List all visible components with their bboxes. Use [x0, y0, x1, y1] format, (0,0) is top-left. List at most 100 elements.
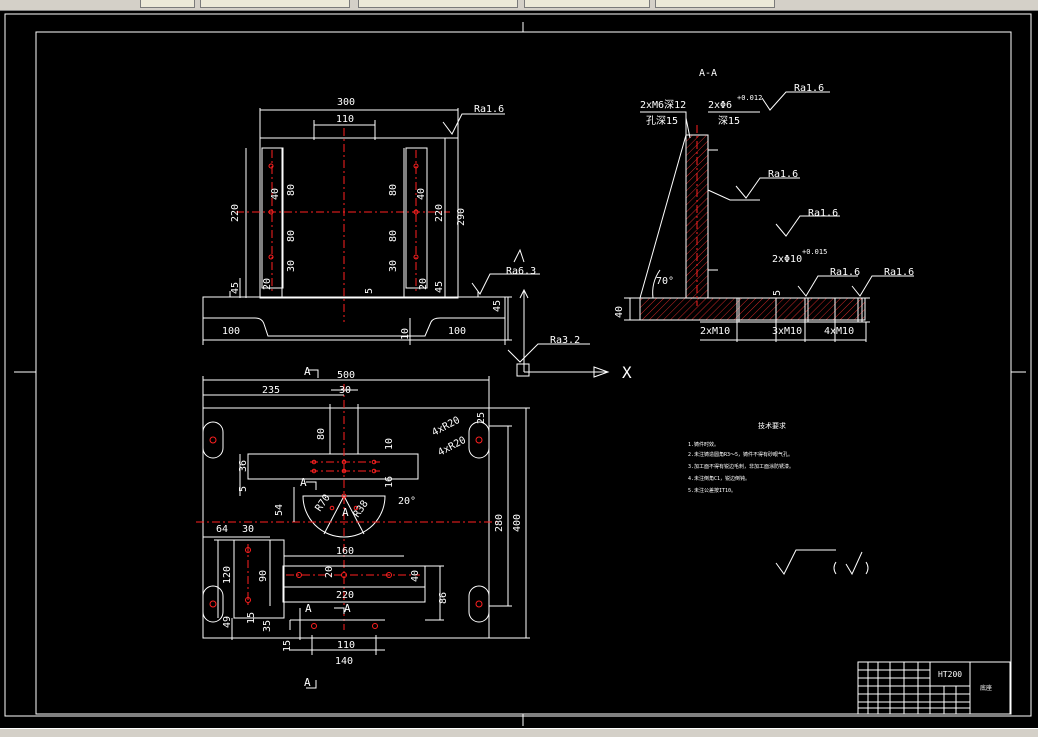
dim-10: 10	[384, 438, 395, 450]
section-view-dimensions: 2xM6深12 孔深15 2xΦ6 +0.012 深15 2xΦ10 +0.01…	[614, 83, 914, 337]
dim-base5: 5	[364, 288, 375, 294]
dim-hole6-depth: 深15	[718, 115, 740, 127]
note-line-3: 3.加工面不得有锐边毛刺，非加工面涂防锈漆。	[688, 463, 794, 470]
dim-49: 49	[222, 616, 233, 628]
plan-section-mark-1: A	[300, 476, 307, 489]
ra-sec-bot2: Ra1.6	[884, 267, 914, 278]
ra-sec-mid: Ra1.6	[768, 169, 798, 180]
title-block-name: 底座	[980, 684, 992, 692]
front-view-dimensions: 300 110 220 40 80 80 30 20 45 40 80 80 3…	[222, 97, 503, 340]
drawing-frame	[4, 13, 1032, 726]
toolbar	[0, 0, 1038, 11]
plan-section-mark-2: A	[342, 506, 349, 519]
dim-160: 160	[336, 546, 354, 557]
dim-base-right: 100	[448, 326, 466, 337]
dim-r40: 40	[416, 188, 427, 200]
plan-view	[196, 369, 530, 689]
plan-section-mark-top: A	[304, 365, 311, 378]
plan-section-mark-4: A	[344, 602, 351, 615]
dim-sec40: 40	[614, 306, 625, 318]
ra-sec-top: Ra1.6	[794, 83, 824, 94]
dim-m6: 2xM6深12	[640, 99, 686, 111]
dim-l40: 40	[270, 188, 281, 200]
notes-title: 技术要求	[758, 421, 786, 430]
plan-view-dimensions: A A A A A A 500 235 30 80 10 25 4xR20 4x…	[216, 365, 523, 689]
dim-l80b: 80	[286, 230, 297, 242]
dim-54: 54	[274, 504, 285, 516]
title-block: HT200 底座	[857, 661, 1011, 715]
ra-front-right: Ra6.3	[506, 266, 536, 277]
linetype-dropdown[interactable]	[358, 0, 518, 8]
ra-sec-right: Ra1.6	[808, 208, 838, 219]
dim-5: 5	[238, 486, 249, 492]
dim-40: 40	[410, 570, 421, 582]
dim-80: 80	[316, 428, 327, 440]
plotstyle-dropdown[interactable]	[655, 0, 775, 8]
ra-sec-bot1: Ra1.6	[830, 267, 860, 278]
dim-30: 30	[339, 385, 351, 396]
dim-35: 35	[262, 620, 273, 632]
dim-20deg: 20°	[398, 496, 416, 507]
dim-4r20a: 4xR20	[430, 415, 462, 439]
dim-20: 20	[324, 566, 335, 578]
dim-300: 300	[337, 97, 355, 108]
section-label: A-A	[699, 68, 717, 79]
dim-25: 25	[476, 412, 487, 424]
dim-90: 90	[258, 570, 269, 582]
dim-m10a: 2xM10	[700, 326, 730, 337]
dim-hole6-tol: +0.012	[737, 94, 762, 102]
dim-base10: 10	[400, 328, 411, 340]
dim-m10c: 4xM10	[824, 326, 854, 337]
dim-400: 400	[512, 514, 523, 532]
dim-220: 220	[230, 204, 241, 222]
dim-sec5: 5	[772, 290, 783, 296]
dim-r290: 290	[456, 208, 467, 226]
status-bar	[0, 728, 1038, 737]
dim-r38: R38	[351, 499, 370, 520]
dim-110: 110	[336, 114, 354, 125]
plan-section-mark-3: A	[305, 602, 312, 615]
section-view: A-A	[624, 68, 870, 342]
dim-r20: 20	[418, 278, 429, 290]
dim-l80a: 80	[286, 184, 297, 196]
toolbar-button[interactable]	[140, 0, 195, 8]
dim-15: 15	[246, 612, 257, 624]
dim-hole10-tol: +0.015	[802, 248, 827, 256]
dim-280: 280	[494, 514, 505, 532]
dim-500: 500	[337, 370, 355, 381]
note-line-1: 1.铸件时效。	[688, 441, 719, 448]
dim-15b: 15	[282, 640, 293, 652]
general-roughness-symbol	[775, 549, 869, 576]
dim-r30: 30	[388, 260, 399, 272]
layer-dropdown[interactable]	[200, 0, 350, 8]
dim-base-left: 100	[222, 326, 240, 337]
dim-r80a: 80	[388, 184, 399, 196]
dim-l20: 20	[262, 278, 273, 290]
dim-l30: 30	[286, 260, 297, 272]
drawing-canvas[interactable]: 300 110 220 40 80 80 30 20 45 40 80 80 3…	[0, 10, 1038, 728]
dim-220: 220	[336, 590, 354, 601]
dim-r220: 220	[434, 204, 445, 222]
dim-r45: 45	[434, 281, 445, 293]
dim-30b: 30	[242, 524, 254, 535]
dim-m6-sub: 孔深15	[646, 115, 678, 127]
note-line-4: 4.未注倒角C1，锐边倒钝。	[688, 475, 750, 482]
ra-front-bottom: Ra3.2	[550, 335, 580, 346]
technical-notes: 技术要求 1.铸件时效。 2.未注铸造圆角R3～5，铸件不得有砂眼气孔。 3.加…	[688, 421, 794, 494]
dim-r80b: 80	[388, 230, 399, 242]
title-block-material: HT200	[938, 670, 962, 679]
lineweight-dropdown[interactable]	[524, 0, 650, 8]
dim-64: 64	[216, 524, 228, 535]
dim-4r20b: 4xR20	[436, 435, 468, 459]
dim-hole10: 2xΦ10	[772, 254, 802, 265]
dim-angle: 70°	[656, 276, 674, 287]
note-line-5: 5.未注公差按IT10。	[688, 487, 736, 494]
front-view	[202, 108, 512, 345]
ra-front-top: Ra1.6	[474, 104, 504, 115]
dim-16: 16	[384, 476, 395, 488]
dim-m10b: 3xM10	[772, 326, 802, 337]
dim-base45: 45	[492, 300, 503, 312]
axis-x-label: X	[622, 363, 632, 382]
dim-36: 36	[238, 460, 249, 472]
dim-hole6: 2xΦ6	[708, 100, 732, 111]
